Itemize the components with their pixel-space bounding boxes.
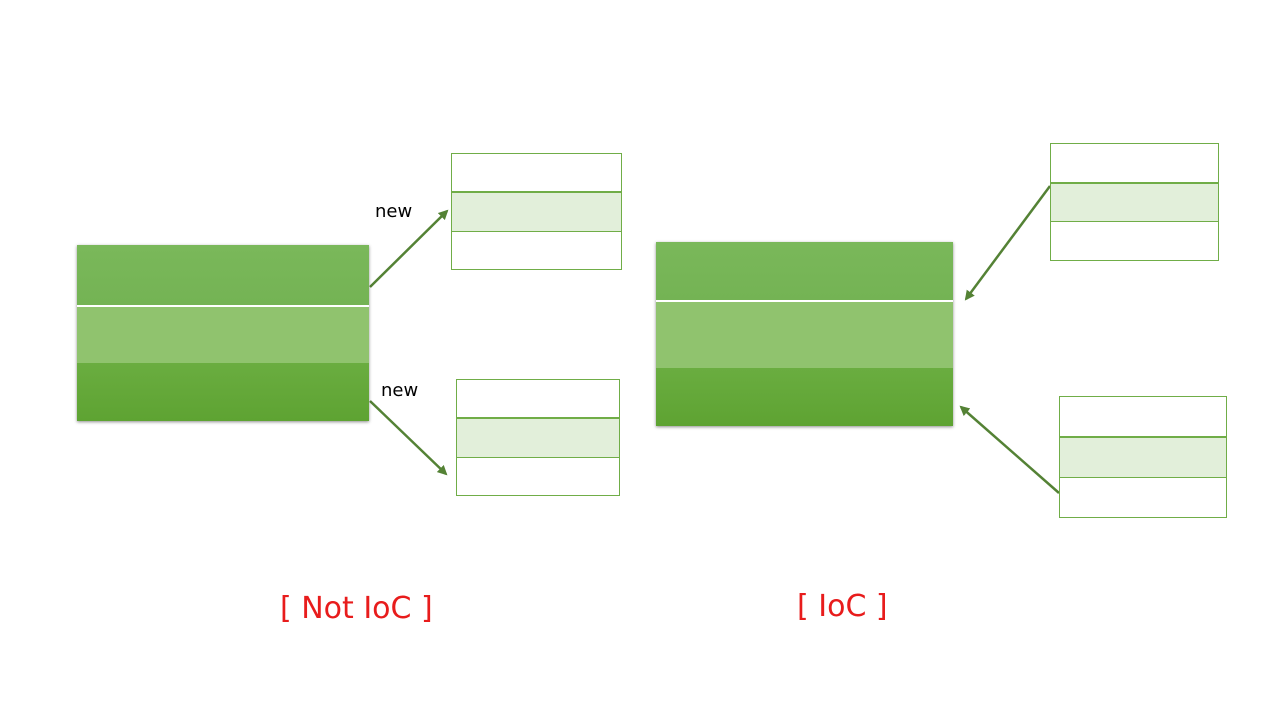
- dependency-object-top-right: [1050, 143, 1219, 261]
- component-band-bottom: [656, 368, 953, 426]
- component-band-top: [656, 242, 953, 302]
- component-band-middle: [656, 302, 953, 368]
- caption-ioc: [ IoC ]: [797, 589, 888, 624]
- new-label-top: new: [375, 201, 413, 222]
- new-label-bottom: new: [381, 380, 419, 401]
- main-component-left: [77, 245, 369, 421]
- dependency-object-bottom-left: [456, 379, 620, 496]
- arrow-inject-bottom: [959, 405, 1060, 494]
- component-band-bottom: [77, 363, 369, 421]
- arrow-new-bottom: [369, 400, 448, 476]
- main-component-right: [656, 242, 953, 426]
- arrow-new-top: [369, 209, 449, 288]
- component-band-middle: [77, 307, 369, 363]
- caption-not-ioc: [ Not IoC ]: [280, 591, 433, 626]
- dependency-object-top-left: [451, 153, 622, 270]
- arrow-inject-top: [964, 185, 1052, 301]
- dependency-object-bottom-right: [1059, 396, 1227, 518]
- component-band-top: [77, 245, 369, 307]
